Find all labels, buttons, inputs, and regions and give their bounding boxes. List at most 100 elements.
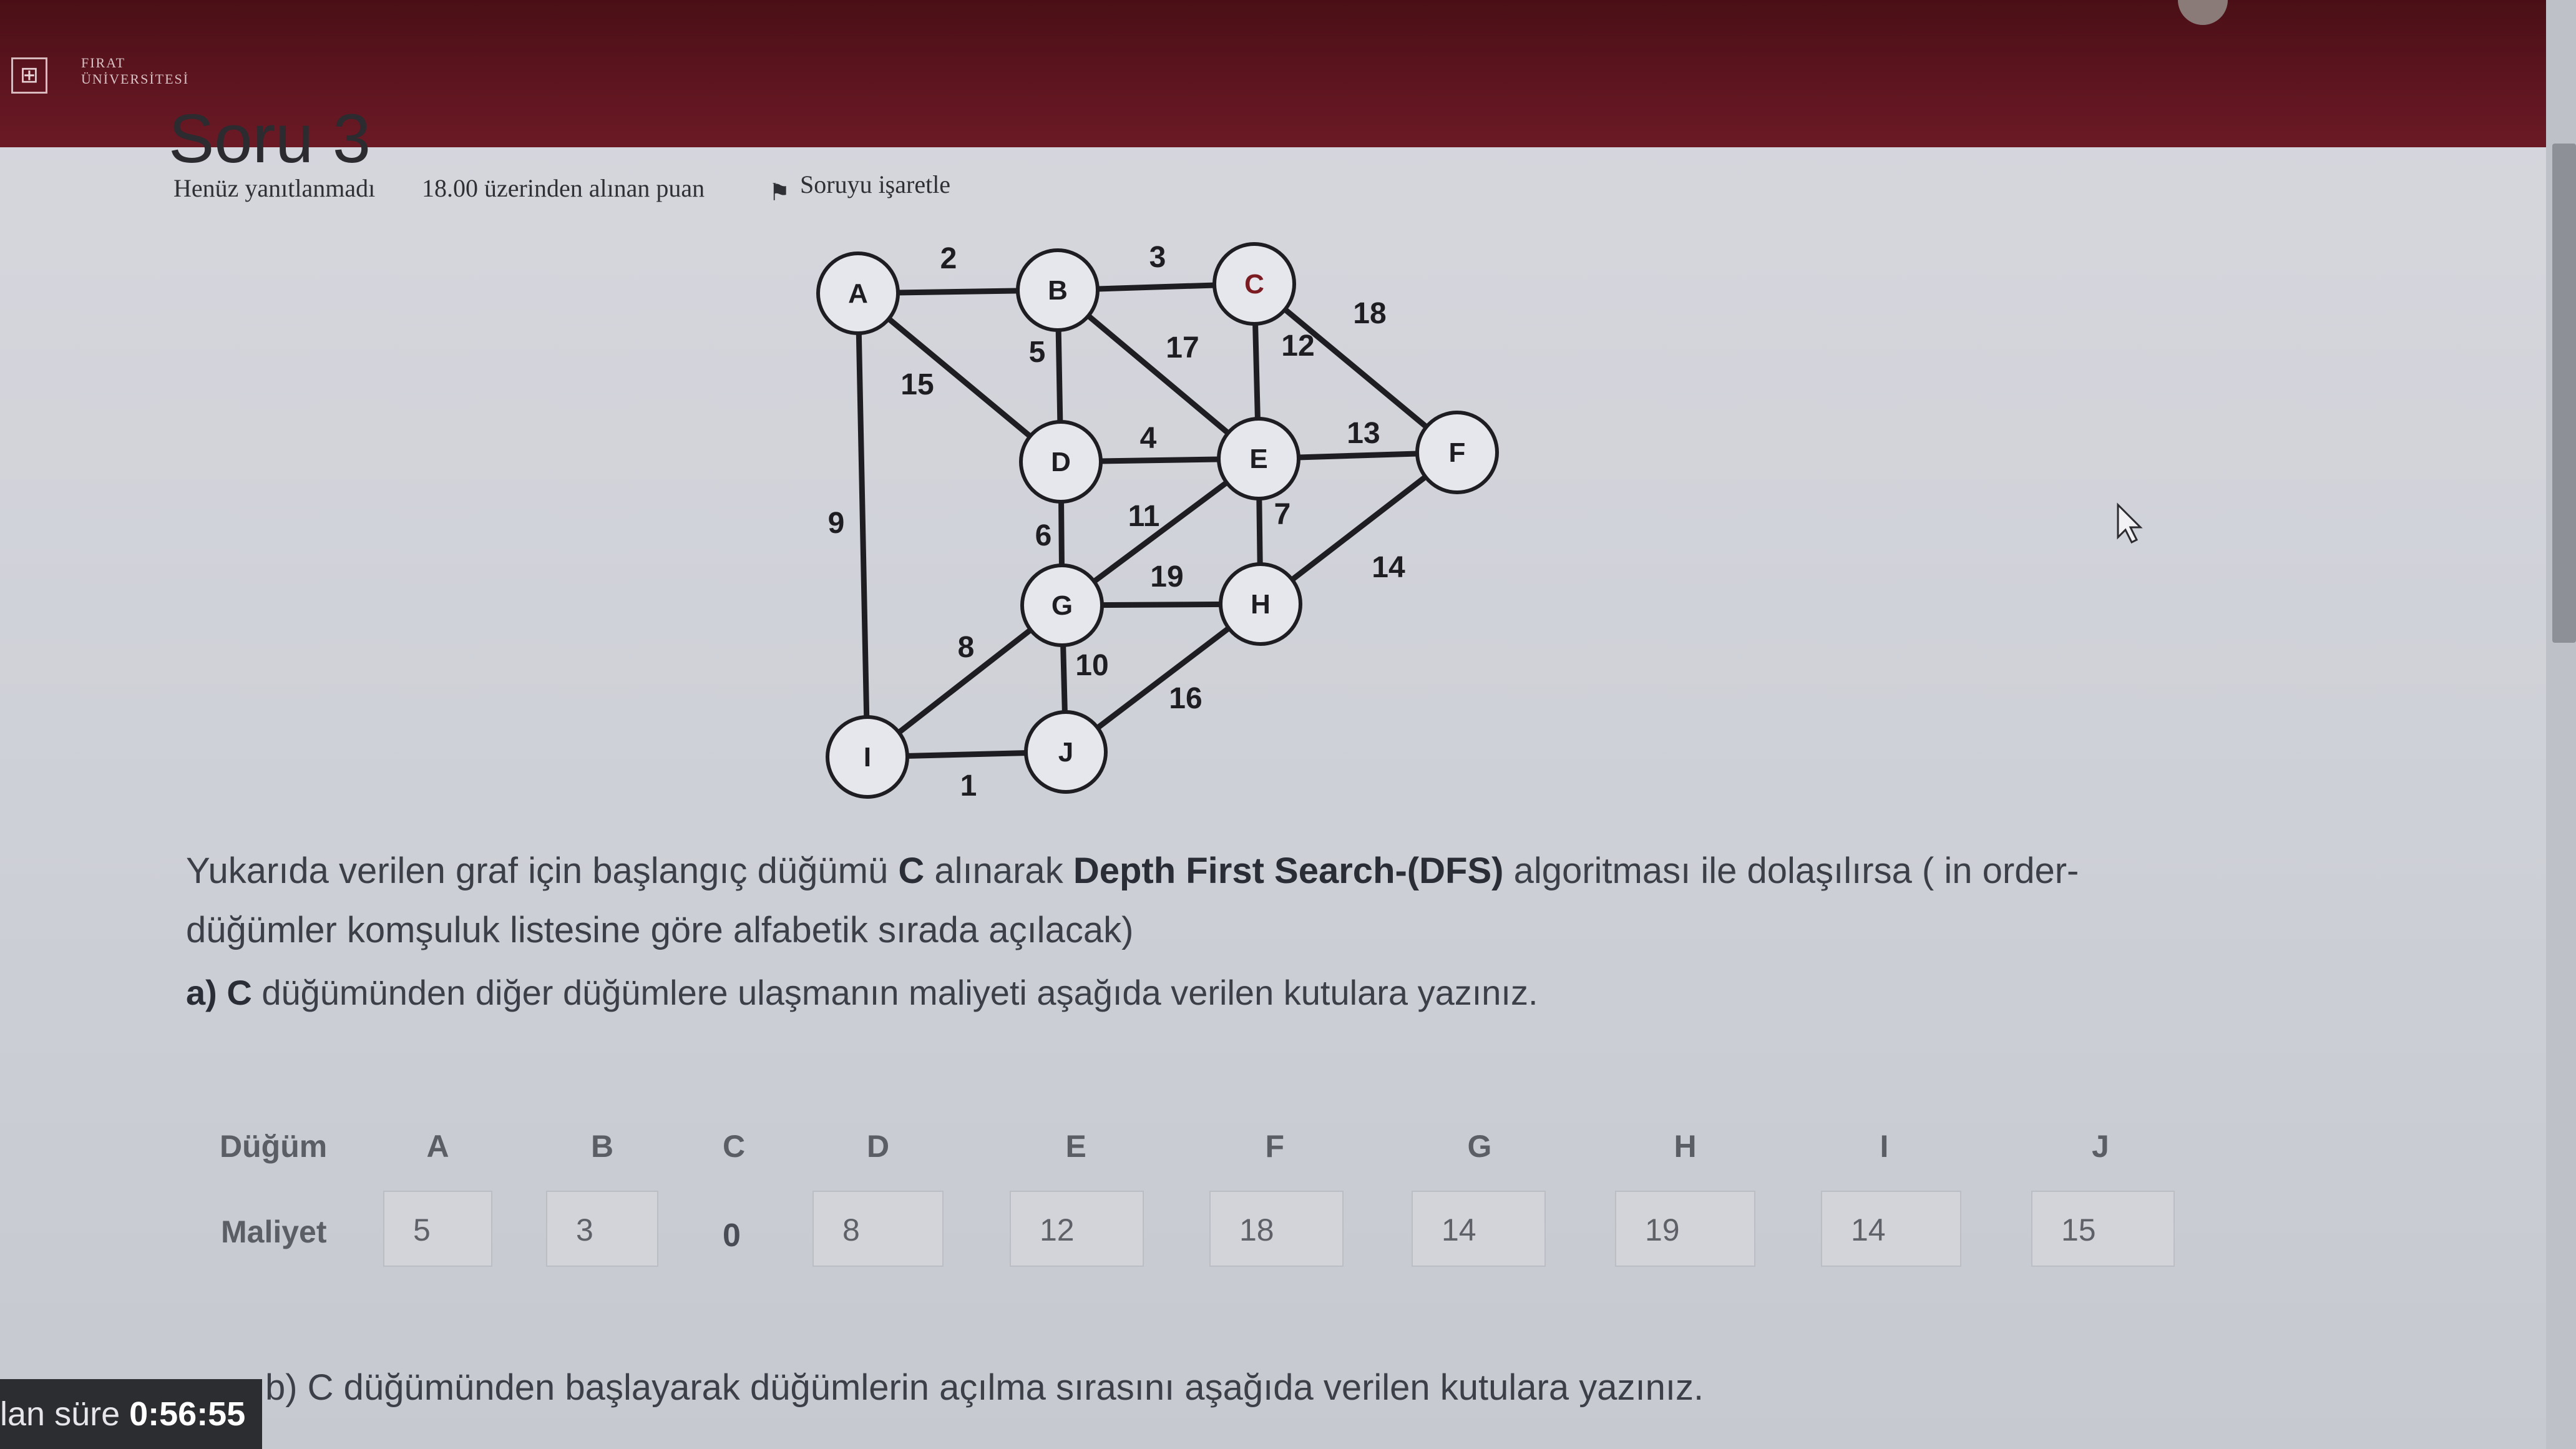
edge-weight-label: 9: [828, 507, 845, 540]
cost-input-f[interactable]: 18: [1209, 1191, 1344, 1267]
cost-input-g[interactable]: 14: [1412, 1191, 1546, 1267]
remaining-time: lan süre 0:56:55: [0, 1379, 262, 1449]
logo-line-2: ÜNİVERSİTESİ: [81, 71, 190, 87]
node-circle: [1024, 710, 1108, 794]
question-points: 18.00 üzerinden alınan puan: [422, 174, 705, 202]
edge-a-d: [856, 291, 1063, 464]
node-label: I: [864, 742, 871, 773]
edge-weight-label: 8: [958, 631, 975, 664]
weighted-graph: 2 3 18 15 5 17 12 4 13 9 6 11 7 19 14 8 10 16 1 A B C D E F G H I J: [816, 241, 1499, 803]
edge-weight-label: 19: [1150, 560, 1183, 593]
cost-input-j[interactable]: 15: [2031, 1191, 2175, 1267]
edge-b-e: [1056, 288, 1261, 461]
cost-input-d[interactable]: 8: [812, 1191, 944, 1267]
edge-weight-label: 17: [1166, 331, 1199, 364]
edge-weight-label: 6: [1035, 519, 1052, 552]
edge-weight-label: 12: [1281, 329, 1314, 363]
cost-input-i[interactable]: 14: [1821, 1191, 1961, 1267]
university-logo-icon[interactable]: ⊞: [11, 57, 47, 94]
graph-node-e: E: [1217, 417, 1300, 500]
cost-value-c: 0: [723, 1217, 741, 1254]
node-circle: [1415, 411, 1499, 494]
edge-weight-label: 14: [1372, 551, 1405, 584]
edge-weight-label: 1: [960, 769, 977, 803]
flag-icon[interactable]: ⚑: [769, 180, 791, 206]
node-label: B: [1048, 275, 1068, 306]
edge-weight-label: 2: [940, 242, 957, 275]
node-label: J: [1058, 737, 1073, 768]
edge-weight-label: 11: [1128, 500, 1160, 533]
scrollbar-thumb[interactable]: [2552, 144, 2576, 643]
node-circle: [1016, 248, 1100, 332]
table-header-i: I: [1880, 1129, 1889, 1164]
node-circle: [826, 715, 909, 799]
graph-weights: 2 3 18 15 5 17 12 4 13 9 6 11 7 19 14 8 10 16 1: [828, 241, 1405, 803]
mouse-cursor-icon: [2117, 502, 2143, 544]
node-label: C: [1244, 269, 1264, 300]
timer-label: lan süre: [0, 1395, 130, 1433]
algorithm-name: Depth First Search-(DFS): [1073, 851, 1504, 891]
table-header-f: F: [1265, 1129, 1285, 1164]
edge-weight-label: 18: [1353, 297, 1386, 330]
table-row-label-node: Düğüm: [220, 1129, 328, 1164]
start-node-emphasis: C: [898, 851, 925, 891]
edge-weight-label: 15: [900, 368, 934, 401]
table-header-h: H: [1674, 1129, 1697, 1164]
question-text-part: algoritması ile dolaşılırsa ( in order- …: [186, 851, 2079, 950]
question-text-part: alınarak: [924, 851, 1073, 891]
edge-weight-label: 7: [1274, 498, 1291, 531]
edge-weight-label: 16: [1169, 682, 1202, 715]
edge-a-i: [855, 293, 871, 758]
node-circle: [1217, 417, 1300, 500]
graph-node-d: D: [1019, 420, 1103, 504]
cost-input-h[interactable]: 19: [1615, 1191, 1755, 1267]
table-row-label-cost: Maliyet: [221, 1214, 327, 1249]
university-logo-text: FIRAT ÜNİVERSİTESİ: [81, 55, 189, 87]
cost-input-e[interactable]: 12: [1010, 1191, 1144, 1267]
edge-weight-label: 5: [1029, 336, 1046, 369]
answer-status: Henüz yanıtlanmadı: [173, 174, 376, 202]
node-label: D: [1051, 447, 1071, 477]
edge-weight-label: 4: [1140, 422, 1157, 455]
logo-line-1: FIRAT: [81, 55, 126, 71]
node-circle: [1020, 564, 1104, 647]
question-text-part: Yukarıda verilen graf için başlangıç düğ…: [186, 851, 899, 891]
graph-node-c: C: [1212, 242, 1296, 326]
flag-question-link[interactable]: Soruyu işaretle: [800, 170, 951, 198]
graph-node-f: F: [1415, 411, 1499, 494]
part-a-label: a) C: [186, 973, 252, 1012]
part-a-body: düğümünden diğer düğümlere ulaşmanın mal…: [251, 973, 1538, 1012]
table-header-c: C: [723, 1129, 746, 1164]
node-circle: [1019, 420, 1103, 504]
node-circle: [816, 251, 900, 335]
edge-weight-label: 10: [1075, 649, 1108, 682]
graph-node-b: B: [1016, 248, 1100, 332]
cost-input-b[interactable]: 3: [546, 1191, 658, 1267]
graph-node-i: I: [826, 715, 909, 799]
edge-weight-label: 3: [1149, 241, 1166, 274]
table-header-j: J: [2092, 1129, 2109, 1164]
graph-nodes: A B C D E F G H I J: [816, 242, 1499, 799]
node-label: E: [1249, 444, 1267, 474]
graph-node-a: A: [816, 251, 900, 335]
node-label: F: [1449, 437, 1466, 468]
user-avatar[interactable]: [2178, 0, 2228, 25]
table-header-a: A: [426, 1129, 449, 1164]
graph-node-j: J: [1024, 710, 1108, 794]
edge-c-f: [1252, 281, 1459, 455]
node-label: G: [1051, 590, 1073, 621]
question-text: Yukarıda verilen graf için başlangıç düğ…: [186, 841, 2120, 960]
graph-node-g: G: [1020, 564, 1104, 647]
part-a-text: a) C düğümünden diğer düğümlere ulaşmanı…: [186, 972, 1538, 1013]
edge-weight-label: 13: [1347, 417, 1380, 450]
timer-value: 0:56:55: [129, 1395, 246, 1433]
node-circle: [1212, 242, 1296, 326]
node-label: H: [1251, 589, 1271, 620]
table-header-g: G: [1467, 1129, 1492, 1164]
top-navbar: ⊞ FIRAT ÜNİVERSİTESİ: [0, 0, 2546, 147]
table-header-d: D: [867, 1129, 890, 1164]
question-title: Soru 3: [168, 100, 371, 177]
cost-input-a[interactable]: 5: [383, 1191, 492, 1267]
table-header-b: B: [591, 1129, 614, 1164]
